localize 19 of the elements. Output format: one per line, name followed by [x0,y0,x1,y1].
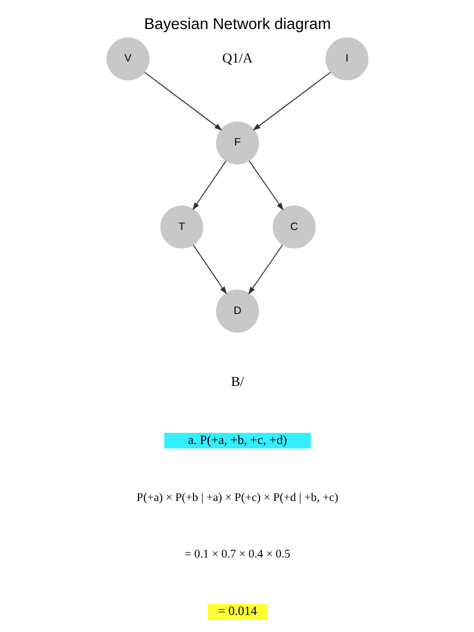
label: a. P(+a, +b, +c, +d) [187,432,287,447]
node-circle: T [160,206,203,249]
node-circle: D [215,290,258,333]
arrow [252,72,330,131]
label: = 0.014 [218,604,256,618]
node-circle: I [324,37,368,80]
label: P(+a) × P(+b | +a) × P(+c) × P(+d | +b, +c) [136,490,338,504]
diagram-title: Bayesian Network diagram [144,16,330,33]
label: Q1/A [222,50,252,66]
arrow [192,160,226,210]
node-circle: V [106,37,150,80]
node-circle: C [272,206,316,249]
arrow [192,244,226,294]
label: B/ [230,374,244,390]
label: = 0.1 × 0.7 × 0.4 × 0.5 [184,548,290,561]
arrow [248,160,283,211]
arrow [248,244,282,295]
node-circle: F [215,121,258,164]
arrow [144,72,222,131]
